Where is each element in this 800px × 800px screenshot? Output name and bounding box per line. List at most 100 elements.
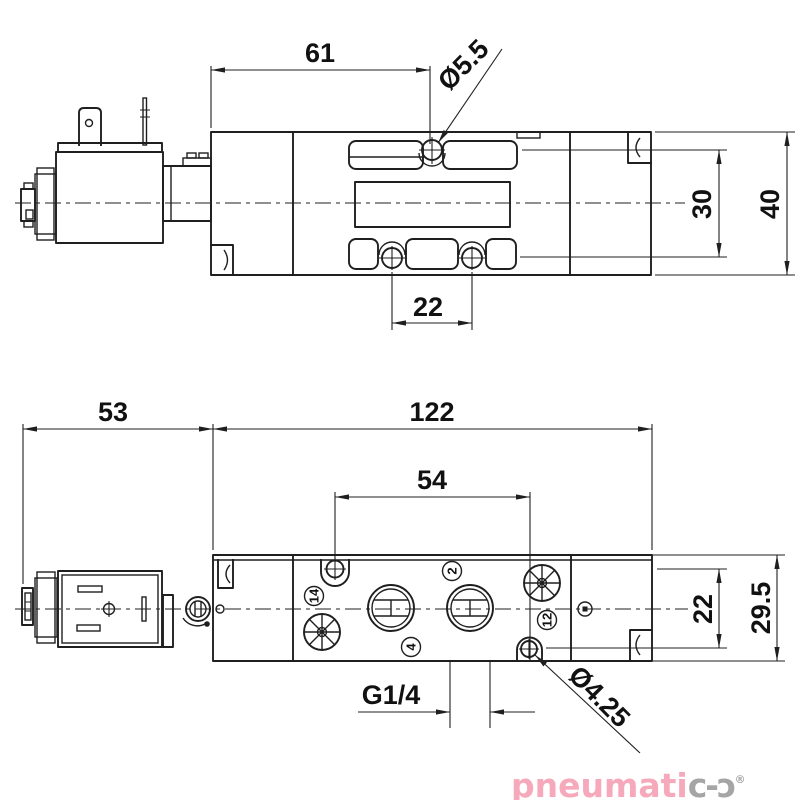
port-slot	[374, 599, 408, 617]
label-circle	[400, 636, 422, 658]
port-number-2: 2	[445, 567, 460, 574]
hole-cradle-arc	[418, 152, 446, 167]
pilot-circle	[577, 601, 593, 617]
port-number-12: 12	[540, 613, 555, 627]
hole-crosshair	[419, 137, 445, 164]
arc-arrow-dot	[204, 621, 210, 627]
armature-tube	[162, 165, 212, 222]
logo-text-gray: c-ɔ	[687, 766, 737, 800]
exhaust-center	[316, 626, 328, 638]
clip-detail	[25, 209, 34, 220]
dim-label-40: 40	[755, 189, 785, 219]
dim-label-22b: 22	[688, 594, 718, 624]
extension-lines	[546, 568, 727, 649]
mounting-clip	[21, 587, 34, 626]
port-label-14: 14	[303, 585, 325, 607]
dim-30: 30	[520, 149, 727, 258]
port-outer	[446, 584, 494, 632]
dim-label-61: 61	[305, 38, 335, 68]
body-outline	[212, 554, 653, 662]
hole-crosshair	[379, 246, 485, 270]
flange-plate	[182, 157, 212, 167]
corner-notch	[629, 629, 652, 662]
connector-key	[141, 596, 147, 622]
connector-slot	[76, 624, 101, 632]
extension-lines	[655, 131, 795, 276]
dim-label-g14: G1/4	[362, 680, 421, 710]
registered-mark: ®	[734, 773, 746, 786]
extension-lines	[22, 424, 214, 584]
dim-22-top: 22	[391, 272, 473, 330]
extension-lines	[334, 492, 531, 661]
dim-29_5: 29.5	[652, 554, 785, 662]
corner-notch-arc	[635, 634, 641, 656]
port-label-2: 2	[441, 560, 463, 582]
manual-override-inner	[189, 600, 207, 618]
exhaust-center	[536, 577, 548, 589]
corner-notch	[217, 559, 234, 589]
override-rotation-arc	[182, 617, 206, 627]
screw-crosshair	[101, 601, 117, 617]
body-outline	[210, 131, 652, 276]
dim-22-bottom: 22	[546, 568, 727, 649]
logo-text-pink: pneumati	[511, 766, 688, 800]
dim-53: 53	[22, 397, 214, 584]
solenoid-side-view	[20, 97, 212, 244]
pilot-port-symbol	[577, 601, 593, 617]
connector-slot	[77, 585, 103, 593]
pilot-pin	[215, 604, 225, 614]
dim-g14: G1/4	[358, 660, 535, 728]
clip-detail	[24, 592, 32, 621]
top-view: 61 Ø5.5 30 40 22	[15, 34, 795, 330]
face-slot	[405, 238, 459, 270]
corner-notch	[210, 244, 234, 276]
face-slot	[442, 140, 518, 170]
dim-label-dia5_5: Ø5.5	[432, 34, 495, 97]
label-circle	[303, 585, 325, 607]
knurled-nut	[36, 167, 55, 241]
terminal-hole	[84, 118, 94, 128]
hole-cradle-arc	[378, 241, 486, 256]
extension-lines	[391, 272, 473, 330]
extension-lines	[520, 149, 727, 258]
connector-housing	[57, 570, 163, 648]
port-number-4: 4	[404, 643, 419, 651]
dim-54: 54	[334, 465, 531, 661]
corner-notch-arc	[225, 564, 231, 584]
manual-override	[185, 596, 211, 622]
port-number-14: 14	[307, 588, 322, 603]
extension-lines	[210, 66, 431, 144]
extension-lines	[449, 660, 491, 728]
face-slot	[485, 238, 517, 270]
corner-notch	[627, 131, 652, 164]
face-slot	[348, 238, 379, 270]
dim-pilot-dia-4_25: Ø4.25	[534, 654, 641, 754]
knurled-nut-step	[34, 173, 57, 235]
knurled-nut-step	[34, 577, 58, 638]
dim-label-122: 122	[409, 397, 454, 427]
port-label-4: 4	[400, 636, 422, 658]
pilot-dot	[582, 606, 588, 612]
label-circle	[536, 609, 558, 631]
leader-line	[437, 48, 503, 144]
override-slot	[194, 601, 202, 617]
leader-line	[534, 654, 641, 754]
exhaust-spokes	[524, 565, 560, 601]
valve-body-top	[210, 131, 652, 276]
armature-pin	[142, 97, 148, 146]
port-thread	[450, 588, 490, 628]
coil-end	[162, 594, 174, 648]
connector-housing-inner	[61, 574, 159, 644]
top-edge-tab	[516, 131, 541, 139]
port-slot	[453, 599, 487, 617]
mounting-boss	[320, 559, 350, 587]
corner-notch-arc	[635, 137, 641, 158]
solenoid-coil	[55, 151, 164, 244]
threaded-port-4	[367, 584, 415, 632]
dim-61: 61	[210, 38, 431, 144]
exhaust-port-symbol	[303, 613, 341, 651]
center-slot	[354, 181, 511, 228]
solenoid-bottom-view	[21, 570, 225, 648]
